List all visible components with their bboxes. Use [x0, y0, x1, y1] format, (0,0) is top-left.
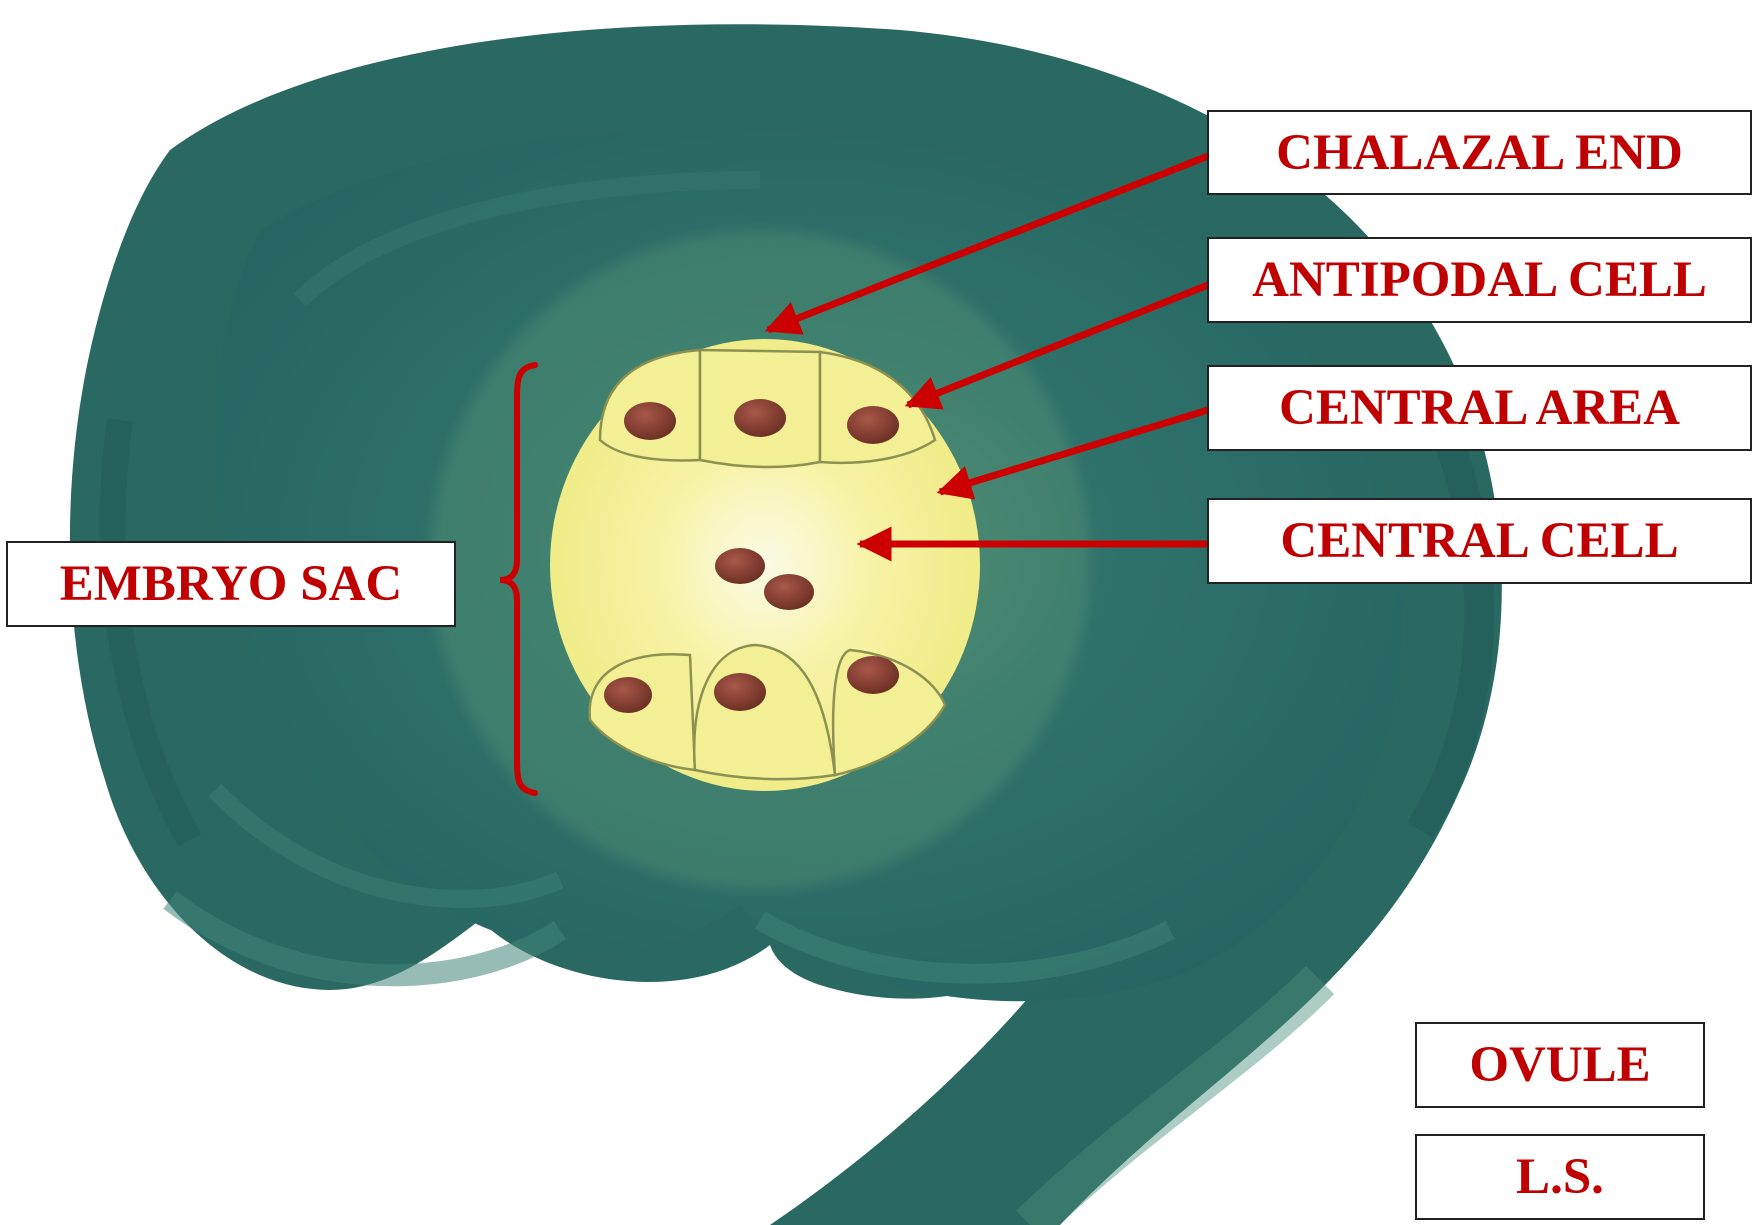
polar-nucleus	[715, 548, 765, 584]
antipodal-nucleus	[734, 399, 786, 437]
antipodal-nucleus	[624, 402, 676, 440]
antipodal-nucleus	[847, 406, 899, 444]
label-ovule: OVULE	[1415, 1022, 1705, 1108]
synergid-nucleus	[604, 677, 652, 713]
label-embryo-sac: EMBRYO SAC	[6, 541, 456, 627]
label-antipodal-cell: ANTIPODAL CELL	[1207, 237, 1752, 323]
embryo-sac	[550, 339, 980, 791]
label-central-cell: CENTRAL CELL	[1207, 498, 1752, 584]
label-ls: L.S.	[1415, 1134, 1705, 1220]
label-chalazal-end: CHALAZAL END	[1207, 110, 1752, 195]
label-central-area: CENTRAL AREA	[1207, 365, 1752, 451]
polar-nucleus	[764, 574, 814, 610]
egg-nucleus	[714, 673, 766, 711]
synergid-nucleus	[847, 656, 899, 694]
